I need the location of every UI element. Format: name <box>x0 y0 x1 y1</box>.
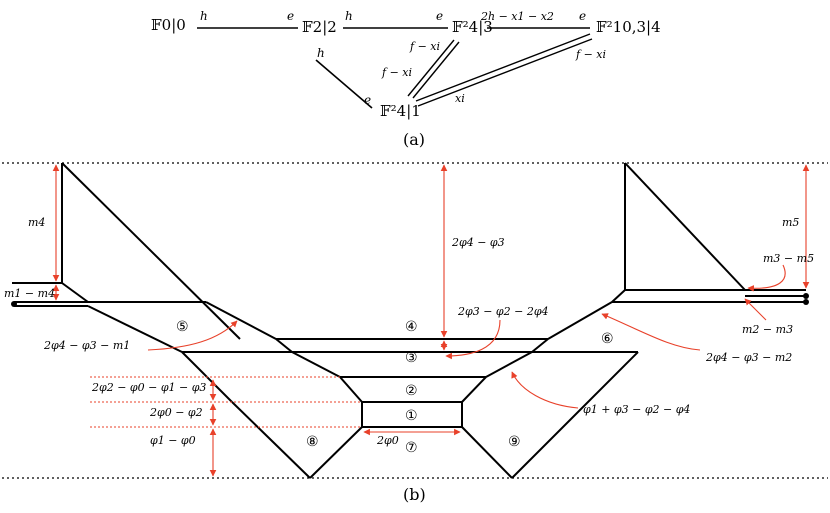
label-2phi4-phi3-m2: 2φ4 − φ3 − m2 <box>705 351 792 364</box>
node-f10-3: 𝔽²10,3|4 <box>596 18 661 36</box>
label-e01-e: e <box>287 9 294 23</box>
caption-a: (a) <box>403 130 425 149</box>
label-e23-h: h <box>345 9 353 23</box>
label-2phi0: 2φ0 <box>376 434 399 447</box>
node-f4-3: 𝔽²4|3 <box>452 18 493 36</box>
caption-b: (b) <box>403 485 426 504</box>
face-6: ⑥ <box>601 331 614 347</box>
label-m5: m5 <box>782 216 799 229</box>
label-m2-m3: m2 − m3 <box>742 323 793 336</box>
label-m1-m4: m1 − m4 <box>4 287 55 300</box>
label-e31-fx-top: f − xi <box>409 40 440 53</box>
edge-f4-3-f4-1-a <box>407 39 455 97</box>
face-5: ⑤ <box>176 319 189 335</box>
label-phi1-phi0: φ1 − φ0 <box>150 434 196 447</box>
label-phi1-phi3-phi2-phi4: φ1 + φ3 − φ2 − φ4 <box>583 403 690 416</box>
label-e21-h: h <box>317 46 325 60</box>
label-2phi0-phi2: 2φ0 − φ2 <box>149 406 203 419</box>
dot-right-bottom <box>803 299 809 305</box>
edge-f10-f4-1-a <box>415 33 591 102</box>
face-7: ⑦ <box>405 440 418 456</box>
face-9: ⑨ <box>508 434 521 450</box>
face-4: ④ <box>405 319 418 335</box>
dot-right-top <box>803 293 809 299</box>
label-e41-xi: xi <box>455 92 465 105</box>
panel-a: 𝔽0|0 𝔽2|2 𝔽²4|3 𝔽²10,3|4 𝔽²4|1 h e h e 2… <box>151 9 661 149</box>
annotation-dotted-guides <box>90 376 362 428</box>
dot-left <box>11 301 17 307</box>
face-3: ③ <box>405 350 418 366</box>
face-8: ⑧ <box>306 434 319 450</box>
label-e31-fx-mid: f − xi <box>381 66 412 79</box>
label-2phi3-phi2-2phi4: 2φ3 − φ2 − 2φ4 <box>457 305 549 318</box>
edge-f10-f4-1-b <box>417 38 593 107</box>
node-f0: 𝔽0|0 <box>151 16 186 34</box>
face-1: ① <box>405 408 418 424</box>
node-f2: 𝔽2|2 <box>302 18 337 36</box>
face-2: ② <box>405 383 418 399</box>
label-m4: m4 <box>28 216 45 229</box>
label-e34-right: e <box>579 9 586 23</box>
toric-web <box>12 162 806 479</box>
label-e21-e: e <box>364 93 371 107</box>
label-e23-e: e <box>436 9 443 23</box>
label-2phi4-phi3: 2φ4 − φ3 <box>451 236 505 249</box>
node-f4-1: 𝔽²4|1 <box>380 102 421 120</box>
edge-f4-3-f4-1-b <box>412 41 460 99</box>
label-2phi2-phi0-phi1-phi3: 2φ2 − φ0 − φ1 − φ3 <box>91 381 206 394</box>
edge-f2-f4-1 <box>315 59 373 109</box>
panel-b: ① ② ③ ④ ⑤ ⑥ ⑦ ⑧ ⑨ <box>2 162 828 504</box>
label-m3-m5: m3 − m5 <box>763 252 814 265</box>
label-e34-left: 2h − x1 − x2 <box>480 10 554 23</box>
label-2phi4-phi3-m1: 2φ4 − φ3 − m1 <box>43 339 130 352</box>
label-e41-fx: f − xi <box>575 48 606 61</box>
label-e01-h: h <box>200 9 208 23</box>
annotations <box>52 164 810 477</box>
